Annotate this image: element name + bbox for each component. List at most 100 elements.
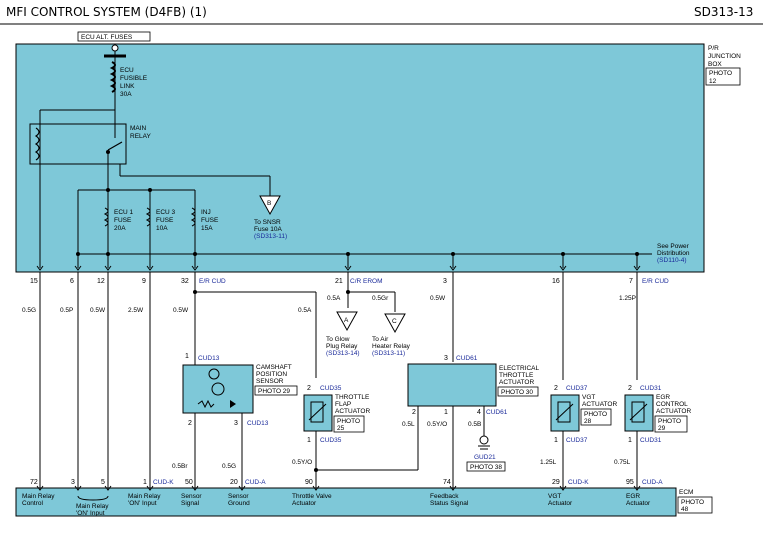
ecm-pin: 1 [143, 479, 147, 486]
ecm-signal-l2: Signal [181, 500, 200, 507]
fusible-link-l4: 30A [120, 91, 132, 98]
ecm-signal-l2: Actuator [626, 500, 651, 507]
ground-conn: GUD21 [474, 454, 496, 461]
cmp-l3: SENSOR [256, 378, 284, 385]
vgt-actuator [550, 394, 580, 432]
flap-l3: ACTUATOR [335, 408, 370, 415]
ref-b-letter: B [267, 200, 271, 207]
vgt-l2: ACTUATOR [582, 401, 617, 408]
etc-photo: PHOTO 30 [501, 389, 533, 396]
camshaft-sensor [182, 364, 254, 414]
fuse1-l1: ECU 1 [114, 209, 134, 216]
cmp-l1: CAMSHAFT [256, 364, 292, 371]
fuse2-l3: 10A [156, 225, 168, 232]
egr-photo2: 29 [658, 425, 666, 432]
egr-control-actuator [624, 394, 654, 432]
ecm-pin: 5 [101, 479, 105, 486]
ref-b-triangle [259, 195, 281, 216]
etc-pin2: 2 [412, 409, 416, 416]
wire-color: 0.5B [468, 421, 481, 428]
etc-photo-box [497, 386, 539, 397]
etc-pin4: 4 [477, 409, 481, 416]
wire-color: 0.5Y/O [427, 421, 447, 428]
wire-color: 2.5W [128, 307, 144, 314]
cmp-conn-bot: CUD13 [247, 420, 269, 427]
ecm-conn-a: CUD-K [153, 479, 174, 486]
vgt-pin2: 1 [554, 437, 558, 444]
fuse1-l3: 20A [114, 225, 126, 232]
cmp-pin3: 3 [234, 420, 238, 427]
ref-c-l3: (SD313-11) [372, 350, 405, 357]
cmp-transistor-icon [211, 382, 225, 396]
vgt-conn-bot: CUD37 [566, 437, 588, 444]
ref-b-l3: (SD313-11) [254, 233, 287, 240]
flap-pin1: 2 [307, 385, 311, 392]
ecu-alt-fuses-label: ECU ALT. FUSES [81, 34, 133, 41]
egr-photo-box [654, 415, 688, 433]
ref-b-l2: Fuse 10A [254, 226, 282, 233]
flap-l2: FLAP [335, 401, 351, 408]
etc-pin3: 1 [444, 409, 448, 416]
pjb-label-2: JUNCTION [708, 53, 741, 60]
ref-c-l2: Heater Relay [372, 343, 411, 350]
flap-photo1: PHOTO [337, 418, 360, 425]
fuse3-l3: 15A [201, 225, 213, 232]
fuse-inj-icon [190, 207, 196, 227]
wire-color: 0.5A [327, 295, 341, 302]
ecm-pin: 3 [71, 479, 75, 486]
battery-terminal-icon [111, 44, 119, 52]
flap-pin2: 1 [307, 437, 311, 444]
etc-conn-top: CUD61 [456, 355, 478, 362]
main-relay-l1: MAIN [130, 125, 147, 132]
cmp-photo: PHOTO 29 [258, 388, 290, 395]
ecm-signal-l2: 'ON' Input [76, 510, 105, 517]
relay-coil-icon [34, 127, 40, 161]
ecm-signal-l1: Sensor [228, 493, 249, 500]
flap-photo2: 25 [337, 425, 345, 432]
ecm-pin: 90 [305, 479, 313, 486]
ecm-signal-l1: Main Relay [76, 503, 109, 510]
cmp-diode-icon [230, 400, 236, 408]
ref-a-triangle [336, 311, 358, 332]
wire-color: 0.75L [614, 459, 631, 466]
power-dist-l2: Distribution [657, 250, 690, 257]
vgt-conn-top: CUD37 [566, 385, 588, 392]
ref-c-letter: C [392, 318, 397, 325]
ecm-signal-l2: Control [22, 500, 44, 507]
cmp-l2: POSITION [256, 371, 287, 378]
ground-photo-box [466, 461, 506, 472]
ecm-signal-l1: Main Relay [128, 493, 161, 500]
pjb-pin: 3 [443, 278, 447, 285]
ecm-pin: 29 [552, 479, 560, 486]
ground-photo: PHOTO 38 [470, 464, 502, 471]
ref-a-l3: (SD313-14) [326, 350, 360, 357]
ecm-pin: 20 [230, 479, 238, 486]
pjb-photo-box [705, 67, 741, 86]
wire-color: 0.5Gr [372, 295, 389, 302]
ecm-signal-l2: Actuator [548, 500, 573, 507]
fusible-link-l2: FUSIBLE [120, 75, 148, 82]
fuse3-l1: INJ [201, 209, 211, 216]
flap-conn-top: CUD35 [320, 385, 342, 392]
vgt-photo2: 28 [584, 418, 592, 425]
cmp-resistor-icon [197, 399, 215, 409]
ecm-conn-b: CUD-A [245, 479, 266, 486]
ecm-signal-l1: Feedback [430, 493, 459, 500]
pjb-label-3: BOX [708, 61, 722, 68]
relay-switch-icon [107, 141, 123, 151]
ecm-pin: 72 [30, 479, 38, 486]
wire-color: 0.5W [173, 307, 189, 314]
wire-color: 0.5W [430, 295, 446, 302]
pjb-photo-2: 12 [709, 78, 717, 85]
pjb-photo-1: PHOTO [709, 70, 732, 77]
main-relay-l2: RELAY [130, 133, 151, 140]
flap-conn-bot: CUD35 [320, 437, 342, 444]
pjb-pin: 15 [30, 278, 38, 285]
fuse3-l2: FUSE [201, 217, 219, 224]
fusible-link-l3: LINK [120, 83, 135, 90]
egr-pin2: 1 [628, 437, 632, 444]
electrical-throttle-actuator [407, 363, 497, 407]
vgt-photo1: PHOTO [584, 411, 607, 418]
egr-conn-top: CUD31 [640, 385, 662, 392]
